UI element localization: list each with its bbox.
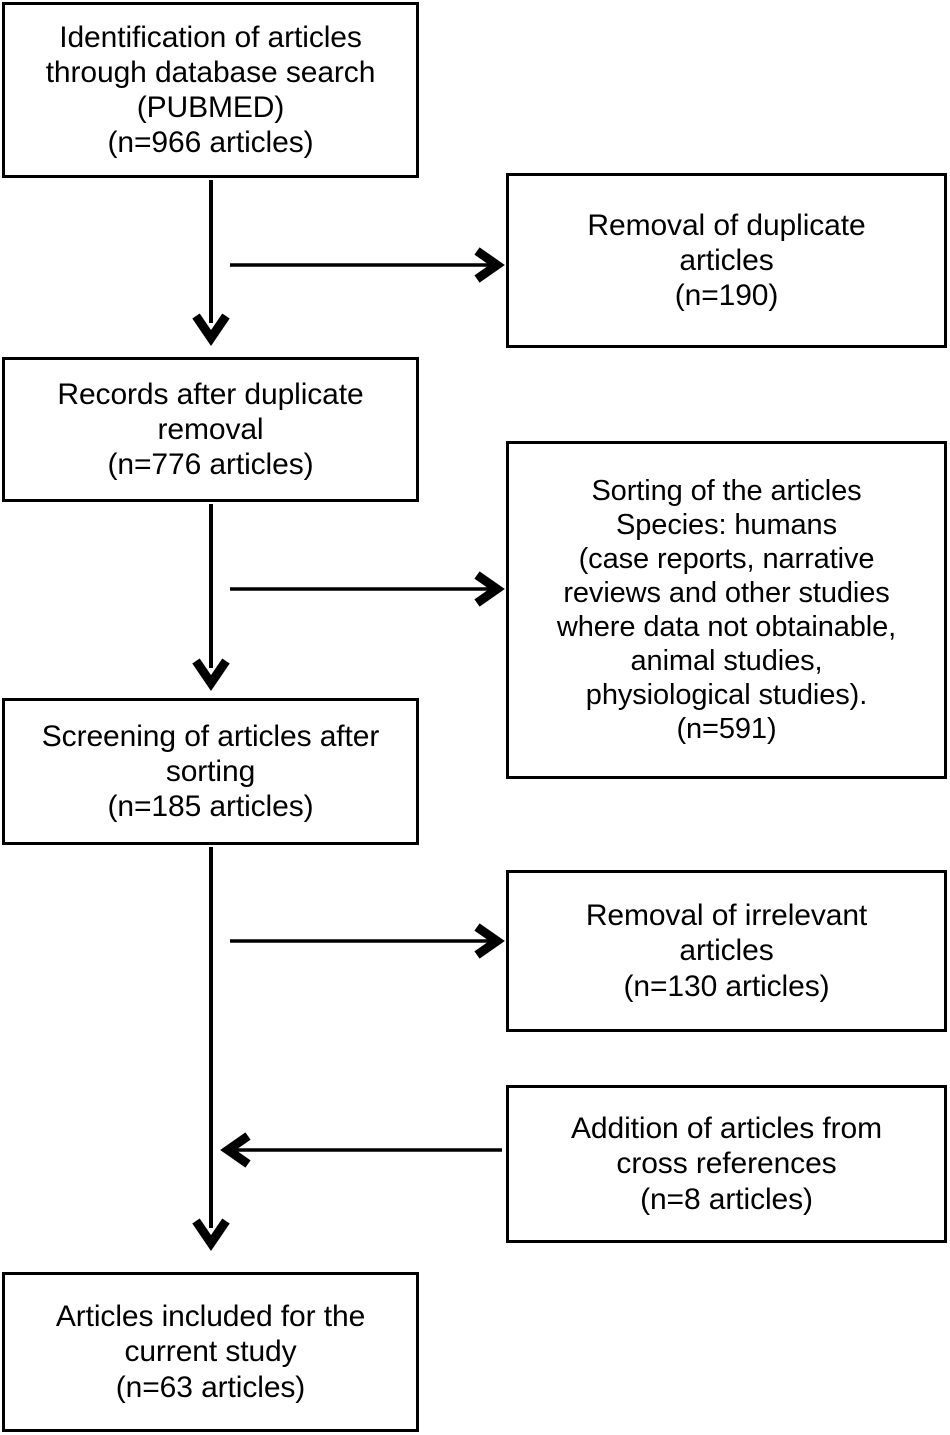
box-included-line-1: Articles included for the <box>55 1300 366 1334</box>
box-sorting-line-5: where data not obtainable, <box>556 611 897 643</box>
box-sorting-line-7: physiological studies). <box>585 679 868 712</box>
arrow-records-to-duplicates <box>230 247 505 283</box>
box-irrelevant-line-3: (n=130 articles) <box>623 969 830 1003</box>
box-duplicates-line-2: articles <box>679 243 774 277</box>
box-records-line-3: (n=776 articles) <box>107 448 314 482</box>
box-sorting-line-8: (n=591) <box>676 713 777 746</box>
box-irrelevant-line-1: Removal of irrelevant <box>585 899 868 933</box>
box-records-line-2: removal <box>157 412 264 446</box>
arrow-crossref-to-included <box>220 1132 502 1168</box>
box-included-line-2: current study <box>124 1335 297 1369</box>
box-crossref-line-1: Addition of articles from <box>571 1112 882 1146</box>
box-records-after-duplicate-removal: Records after duplicate removal (n=776 a… <box>2 357 419 502</box>
box-irrelevant-line-2: articles <box>679 934 774 968</box>
box-identification-line-2: through database search <box>45 55 376 89</box>
box-identification-line-1: Identification of articles <box>59 20 362 54</box>
box-duplicates-line-3: (n=190) <box>674 279 779 313</box>
arrow-included-to-irrelevant <box>230 923 505 959</box>
box-screening-line-3: (n=185 articles) <box>107 790 314 824</box>
arrow-screening-to-sorting <box>230 571 505 607</box>
box-identification-line-4: (n=966 articles) <box>107 126 314 160</box>
arrow-records-to-screening <box>192 504 230 691</box>
box-screening-line-1: Screening of articles after <box>41 719 380 753</box>
box-removal-of-duplicates: Removal of duplicate articles (n=190) <box>506 173 947 348</box>
box-addition-from-cross-references: Addition of articles from cross referenc… <box>506 1085 947 1243</box>
box-sorting-line-4: reviews and other studies <box>563 576 890 609</box>
box-sorting-of-articles: Sorting of the articles Species: humans … <box>506 441 947 779</box>
arrow-screening-to-included <box>192 847 230 1251</box>
box-screening-of-articles: Screening of articles after sorting (n=1… <box>2 698 419 845</box>
box-sorting-line-3: (case reports, narrative <box>578 542 875 575</box>
arrow-identification-to-records <box>192 180 230 346</box>
box-identification-line-3: (PUBMED) <box>136 91 285 124</box>
box-sorting-line-2: Species: humans <box>616 508 837 541</box>
box-records-line-1: Records after duplicate <box>57 377 364 411</box>
box-duplicates-line-1: Removal of duplicate <box>587 208 866 242</box>
box-crossref-line-3: (n=8 articles) <box>640 1182 813 1216</box>
box-sorting-line-6: animal studies, <box>630 645 823 678</box>
box-screening-line-2: sorting <box>165 754 256 788</box>
box-articles-included: Articles included for the current study … <box>2 1272 419 1432</box>
box-removal-of-irrelevant-articles: Removal of irrelevant articles (n=130 ar… <box>506 870 947 1032</box>
box-sorting-line-1: Sorting of the articles <box>591 474 862 507</box>
box-included-line-3: (n=63 articles) <box>115 1370 306 1404</box>
box-identification: Identification of articles through datab… <box>2 2 419 178</box>
box-crossref-line-2: cross references <box>616 1147 837 1181</box>
